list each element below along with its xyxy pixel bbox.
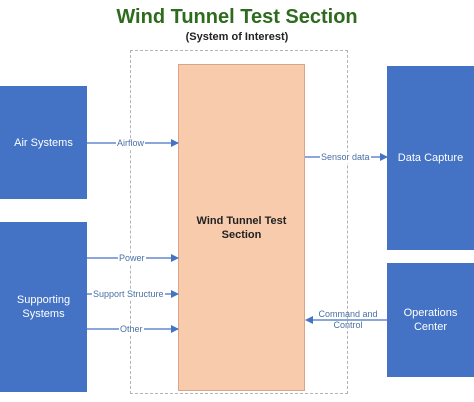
support-structure-label: Support Structure — [92, 289, 165, 300]
power-label: Power — [118, 253, 146, 264]
system-of-interest-boundary — [130, 50, 348, 394]
data-capture-box: Data Capture — [387, 66, 474, 250]
other-label: Other — [119, 324, 144, 335]
wind-tunnel-test-section-box: Wind Tunnel Test Section — [178, 64, 305, 391]
supporting-systems-box: Supporting Systems — [0, 222, 87, 392]
center-box-label: Wind Tunnel Test Section — [196, 214, 287, 241]
supporting-systems-label: Supporting Systems — [16, 294, 71, 320]
sensor-data-label: Sensor data — [320, 152, 371, 163]
airflow-label: Airflow — [116, 138, 146, 149]
command-control-label: Command and Control — [318, 309, 378, 330]
operations-center-label: Operations Center — [403, 307, 458, 333]
operations-center-box: Operations Center — [387, 263, 474, 377]
diagram-title: Wind Tunnel Test Section — [116, 6, 358, 28]
air-systems-label: Air Systems — [14, 136, 73, 149]
air-systems-box: Air Systems — [0, 86, 87, 199]
diagram-subtitle: (System of Interest) — [185, 31, 289, 43]
data-capture-label: Data Capture — [397, 152, 464, 164]
